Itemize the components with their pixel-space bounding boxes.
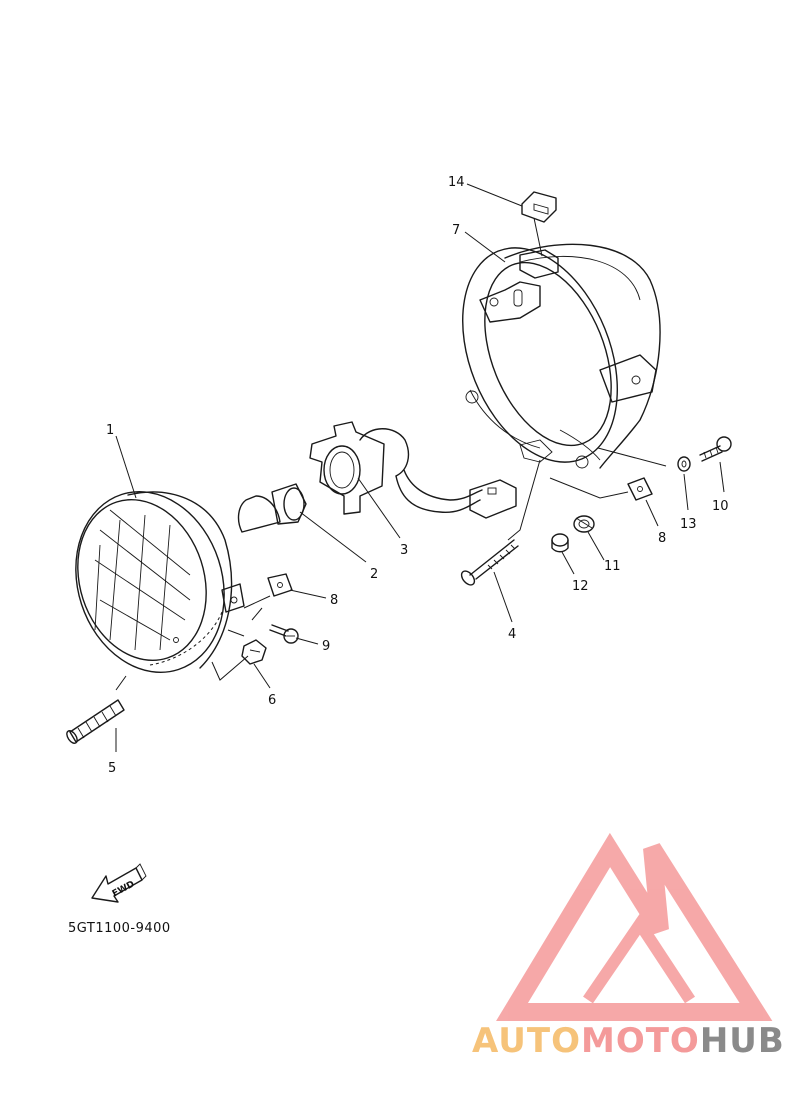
part-6-nut xyxy=(241,639,267,665)
label-6: 6 xyxy=(268,693,276,708)
label-4: 4 xyxy=(508,627,516,642)
label-10: 10 xyxy=(712,499,729,514)
label-8-right: 8 xyxy=(658,531,666,546)
part-3-socket xyxy=(309,421,517,519)
part-1-headlight xyxy=(75,491,245,673)
part-5-stud xyxy=(66,699,125,744)
leader-lines xyxy=(115,183,725,752)
part-8-clip-right xyxy=(627,477,653,501)
label-1: 1 xyxy=(106,423,114,438)
watermark-brand: AUTOMOTOHUB xyxy=(472,1021,785,1061)
part-2-bulb xyxy=(237,483,307,533)
brand-moto: MOTO xyxy=(581,1021,700,1061)
watermark-logo-icon xyxy=(496,832,773,1021)
label-7: 7 xyxy=(452,223,460,238)
drawing-code: 5GT1100-9400 xyxy=(68,921,171,936)
part-14-cap xyxy=(521,191,557,223)
part-8-clip-left xyxy=(267,573,293,597)
label-13: 13 xyxy=(680,517,697,532)
part-13-washer xyxy=(677,456,691,472)
part-4-screw xyxy=(460,539,519,586)
brand-auto: AUTO xyxy=(472,1021,581,1061)
part-7-housing xyxy=(462,243,661,469)
part-9-screw xyxy=(269,624,299,644)
fwd-label: FWD xyxy=(111,879,136,899)
label-3: 3 xyxy=(400,543,408,558)
part-12-collar xyxy=(551,533,569,553)
part-10-bolt xyxy=(699,436,732,462)
part-11-grommet xyxy=(573,515,595,533)
label-5: 5 xyxy=(108,761,116,776)
brand-hub: HUB xyxy=(700,1021,785,1061)
label-11: 11 xyxy=(604,559,621,574)
label-2: 2 xyxy=(370,567,378,582)
label-12: 12 xyxy=(572,579,589,594)
fwd-arrow-icon: FWD xyxy=(91,863,147,903)
label-9: 9 xyxy=(322,639,330,654)
label-8-left: 8 xyxy=(330,593,338,608)
label-14: 14 xyxy=(448,175,465,190)
